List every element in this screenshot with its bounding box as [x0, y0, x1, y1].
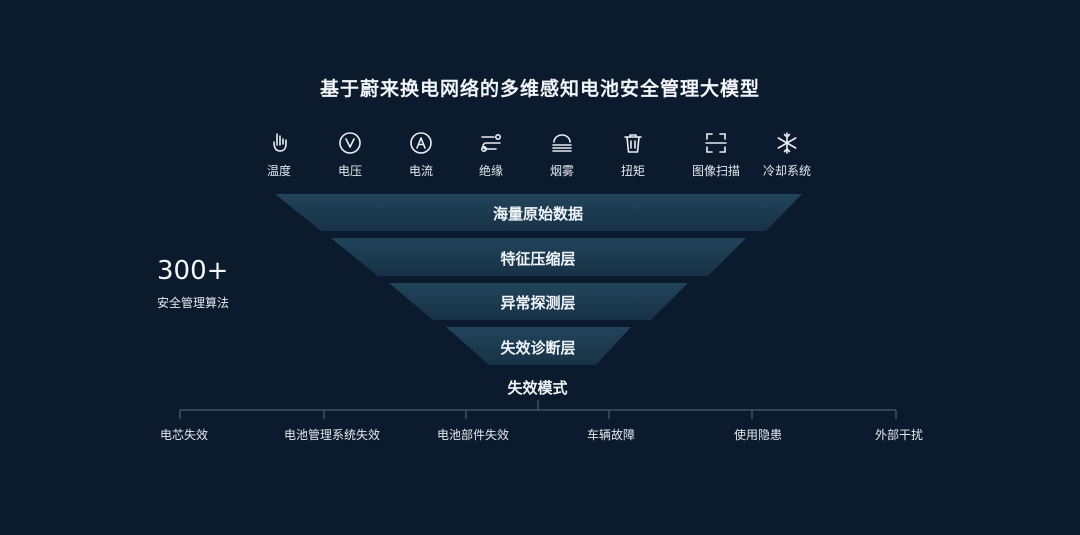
current-icon	[410, 132, 432, 154]
sensor-label: 图像扫描	[691, 164, 740, 178]
failure-modes-title: 失效模式	[507, 379, 568, 397]
sensor-temperature: 温度	[239, 130, 319, 179]
sensor-label: 烟雾	[549, 164, 574, 178]
torque-icon	[624, 134, 642, 153]
sensor-label: 电流	[408, 164, 433, 178]
funnel-label-raw-data: 海量原始数据	[492, 205, 583, 223]
failure-mode-vehicle: 车辆故障	[586, 428, 635, 442]
sensor-cooling: 冷却系统	[747, 130, 827, 179]
sensor-label: 电压	[337, 164, 362, 178]
voltage-icon	[339, 132, 361, 154]
sensor-voltage: 电压	[310, 130, 390, 179]
failure-mode-cell: 电芯失效	[159, 428, 208, 442]
insulation-icon	[480, 134, 501, 152]
funnel-layer-anomaly-detection	[389, 283, 688, 320]
sensor-image-scan: 图像扫描	[676, 130, 756, 179]
scan-icon	[705, 133, 727, 153]
algorithm-count-label: 安全管理算法	[157, 296, 230, 310]
sensor-insulation: 绝缘	[451, 130, 531, 179]
failure-mode-bms: 电池管理系统失效	[283, 428, 380, 442]
sensor-label: 扭矩	[620, 164, 645, 178]
sensor-smoke: 烟雾	[522, 130, 602, 179]
funnel-label-anomaly-detection: 异常探测层	[500, 294, 576, 312]
funnel-layer-failure-diagnosis	[446, 327, 631, 365]
funnel-label-feature-compression: 特征压缩层	[500, 250, 576, 268]
sensor-torque: 扭矩	[593, 130, 673, 179]
thermometer-hand-icon	[273, 133, 287, 152]
smoke-icon	[552, 134, 572, 152]
funnel-layer-raw-data	[275, 194, 802, 231]
sensor-label: 冷却系统	[762, 164, 811, 178]
algorithm-count: 300+	[157, 256, 229, 286]
sensor-label: 温度	[266, 164, 291, 178]
failure-mode-battery-parts: 电池部件失效	[436, 428, 509, 442]
funnel-layer-feature-compression	[331, 238, 746, 276]
sensor-label: 绝缘	[478, 164, 503, 178]
failure-mode-external: 外部干扰	[874, 428, 923, 442]
sensor-current: 电流	[381, 130, 461, 179]
failure-mode-usage: 使用隐患	[733, 428, 782, 442]
snowflake-icon	[777, 132, 797, 154]
page-title: 基于蔚来换电网络的多维感知电池安全管理大模型	[319, 78, 760, 100]
funnel-label-failure-diagnosis: 失效诊断层	[500, 339, 576, 357]
